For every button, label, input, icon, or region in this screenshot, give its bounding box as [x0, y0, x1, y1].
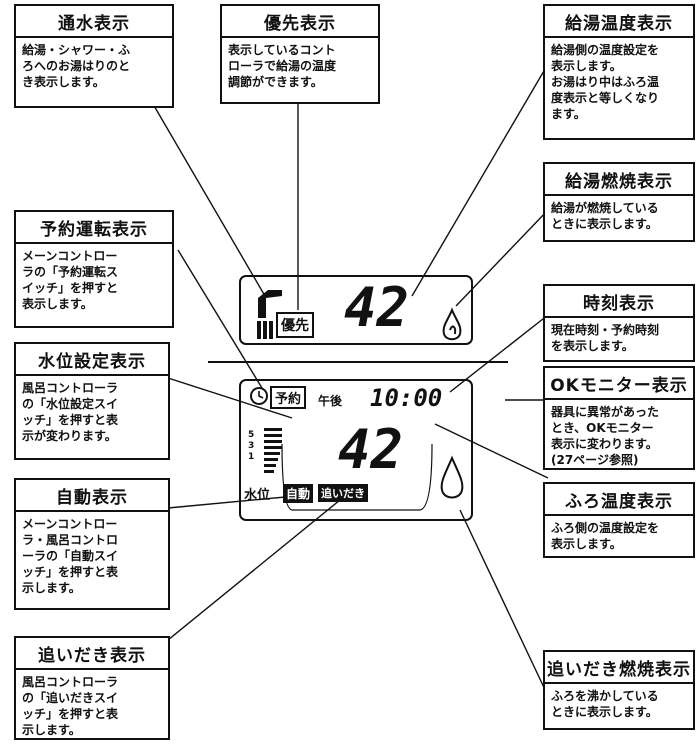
callout-ok-monitor: OKモニター表示 器具に異常があった とき、OKモニター 表示に変わります。 (… [543, 366, 695, 470]
callout-description: 給湯側の温度設定を 表示します。 お湯はり中はふろ温 度表示と等しくなり ます。 [551, 43, 660, 121]
callout-title: ふろ温度表示 [545, 484, 693, 516]
callout-description: 現在時刻・予約時刻 を表示します。 [551, 323, 660, 353]
water-flow-indicator [257, 290, 282, 339]
callout-description: 表示しているコント ローラで給湯の温度 調節ができます。 [228, 43, 337, 89]
callout-title: 給湯燃焼表示 [545, 164, 693, 196]
callout-description: メーンコントロー ラの「予約運転ス イッチ」を押すと 表示します。 [22, 249, 119, 311]
callout-description: 風呂コントローラ の「水位設定スイ ッチ」を押すと表 示が変わります。 [22, 381, 119, 443]
bath-temperature: 42 [338, 418, 404, 481]
callout-title: 追いだき燃焼表示 [545, 652, 693, 684]
priority-badge: 優先 [276, 312, 314, 338]
callout-title: 通水表示 [16, 6, 172, 38]
callout-clock: 時刻表示 現在時刻・予約時刻 を表示します。 [543, 284, 695, 362]
clock-time: 10:00 [370, 384, 443, 412]
callout-title: 時刻表示 [545, 286, 693, 318]
water-level-bars [264, 428, 282, 473]
callout-description: ふろを沸かしている ときに表示します。 [551, 689, 659, 719]
flame-icon [442, 307, 462, 341]
callout-auto: 自動表示 メーンコントロー ラ・風呂コントロ ーラの「自動スイ ッチ」を押すと表… [14, 478, 170, 610]
callout-description: 風呂コントローラ の「追いだきスイ ッチ」を押すと表 示します。 [22, 675, 119, 737]
reheat-flame-icon [440, 455, 464, 499]
reheat-badge: 追いだき [318, 484, 368, 502]
water-level-label: 水位 [244, 488, 271, 503]
callout-reservation: 予約運転表示 メーンコントロー ラの「予約運転ス イッチ」を押すと 表示します。 [14, 210, 174, 328]
callout-description: 器具に異常があった とき、OKモニター 表示に変わります。 (27ページ参照) [551, 405, 660, 467]
auto-badge: 自動 [283, 484, 314, 503]
callout-description: メーンコントロー ラ・風呂コントロ ーラの「自動スイ ッチ」を押すと表 示します… [22, 517, 119, 595]
callout-title: 予約運転表示 [16, 212, 172, 244]
bottom-lcd-frame [239, 379, 473, 521]
callout-title: 優先表示 [222, 6, 378, 38]
callout-reheat-burn: 追いだき燃焼表示 ふろを沸かしている ときに表示します。 [543, 650, 695, 730]
callout-bath-temp: ふろ温度表示 ふろ側の温度設定を 表示します。 [543, 482, 695, 558]
callout-title: 追いだき表示 [16, 638, 168, 670]
faucet-icon [258, 290, 282, 318]
callout-title: 水位設定表示 [16, 344, 168, 376]
reservation-badge: 予約 [270, 386, 307, 409]
callout-water-level: 水位設定表示 風呂コントローラ の「水位設定スイ ッチ」を押すと表 示が変わりま… [14, 342, 170, 460]
callout-title: OKモニター表示 [545, 368, 693, 400]
callout-description: ふろ側の温度設定を 表示します。 [551, 521, 660, 551]
top-lcd-frame [239, 275, 473, 345]
bathtub-outline [281, 443, 433, 511]
callout-reheat: 追いだき表示 風呂コントローラ の「追いだきスイ ッチ」を押すと表 示します。 [14, 636, 170, 740]
level-scale: 5 3 1 [248, 430, 255, 462]
pm-label: 午後 [318, 394, 343, 408]
callout-title: 自動表示 [16, 480, 168, 512]
callout-description: 給湯・シャワー・ふ ろへのお湯はりのと き表示します。 [22, 43, 131, 89]
clock-icon [250, 387, 268, 405]
callout-description: 給湯が燃焼している ときに表示します。 [551, 201, 659, 231]
callout-hot-water-burn: 給湯燃焼表示 給湯が燃焼している ときに表示します。 [543, 162, 695, 242]
callout-water-flow: 通水表示 給湯・シャワー・ふ ろへのお湯はりのと き表示します。 [14, 4, 174, 108]
callout-priority: 優先表示 表示しているコント ローラで給湯の温度 調節ができます。 [220, 4, 380, 104]
callout-title: 給湯温度表示 [545, 6, 693, 38]
top-temperature: 42 [344, 276, 410, 339]
callout-hot-water-temp: 給湯温度表示 給湯側の温度設定を 表示します。 お湯はり中はふろ温 度表示と等し… [543, 4, 695, 140]
